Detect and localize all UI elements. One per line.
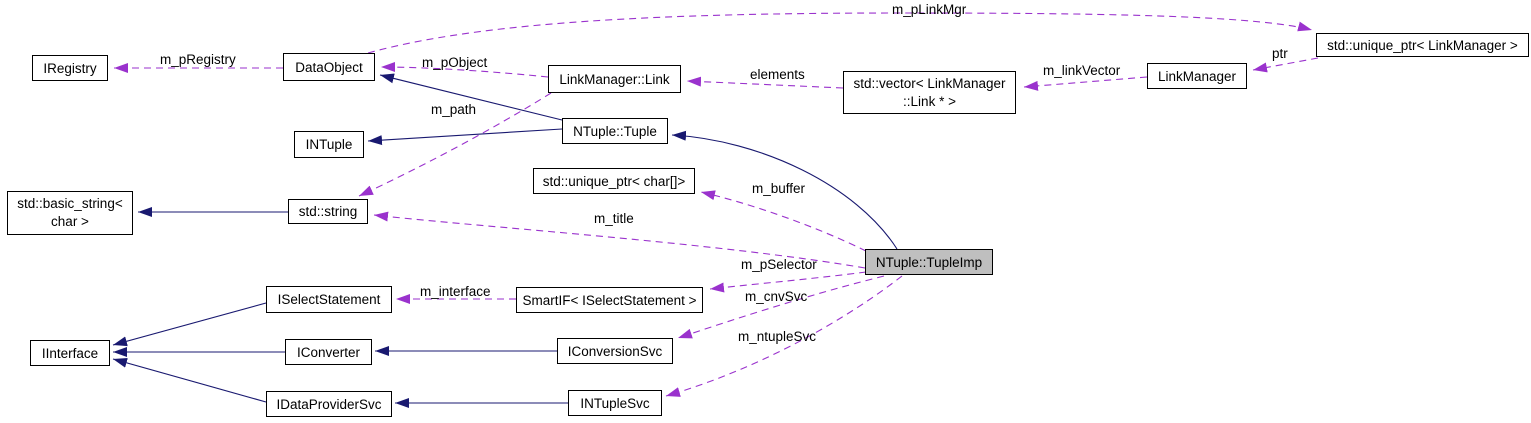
node-iconverter[interactable]: IConverter [285,339,372,365]
edge-m-cnvsvc [677,275,885,339]
edge-label-m-linkvector: m_linkVector [1043,63,1121,78]
edge-label-elements: elements [750,67,805,82]
edge-m-plinkmgr [367,12,1313,54]
edge-m-ntuplesvc [665,275,903,397]
edge-label-m-buffer: m_buffer [752,181,806,196]
edge-label-m-interface: m_interface [420,284,491,299]
node-dataobject[interactable]: DataObject [283,53,375,81]
edge-idataprovider-inherits-iinterface [112,357,267,403]
node-ntuple-tuple[interactable]: NTuple::Tuple [562,118,668,144]
edge-tuple-inherits-dataobject [379,73,563,121]
edge-iselect-inherits-iinterface [112,302,267,347]
node-intuplesvc[interactable]: INTupleSvc [568,390,662,416]
node-ntuple-tupleimp[interactable]: NTuple::TupleImp [865,249,993,275]
edge-tupleimp-inherits-tuple [671,130,898,250]
edge-label-m-pobject: m_pObject [422,55,488,70]
edge-label-m-pregistry: m_pRegistry [160,52,236,67]
edge-m-buffer [700,190,867,252]
node-intuple[interactable]: INTuple [294,131,364,158]
edge-tuple-inherits-intuple [367,128,563,146]
node-basic-string[interactable]: std::basic_string< char > [7,191,133,235]
node-basic-string-line2: char > [51,214,89,229]
node-iinterface[interactable]: IInterface [30,340,110,366]
node-iselectstatement[interactable]: ISelectStatement [266,286,392,313]
node-smartif-iselectstatement[interactable]: SmartIF< ISelectStatement > [516,287,703,313]
edge-label-m-plinkmgr: m_pLinkMgr [892,2,967,17]
node-std-string[interactable]: std::string [288,199,368,224]
node-basic-string-line1: std::basic_string< [17,196,123,211]
edge-m-pobject [380,62,549,78]
node-iconversionsvc[interactable]: IConversionSvc [557,338,673,364]
edge-label-m-ntuplesvc: m_ntupleSvc [738,329,817,344]
node-vector-linkmanager-link[interactable]: std::vector< LinkManager ::Link * > [843,71,1016,114]
node-linkmanager-link[interactable]: LinkManager::Link [548,65,681,93]
edge-m-title [373,211,866,269]
node-iregistry[interactable]: IRegistry [32,55,108,81]
edge-label-m-title: m_title [594,211,634,226]
edge-m-linkvector [1023,76,1148,91]
edge-label-m-pselector: m_pSelector [741,257,817,272]
node-linkmanager[interactable]: LinkManager [1147,63,1247,89]
node-unique-ptr-linkmanager[interactable]: std::unique_ptr< LinkManager > [1316,33,1529,57]
node-idataprovidersvc[interactable]: IDataProviderSvc [266,391,392,417]
edge-m-path [358,92,552,197]
edge-m-pselector [709,271,867,293]
node-vector-line1: std::vector< LinkManager [853,75,1006,91]
edge-label-ptr: ptr [1272,46,1288,61]
edge-label-m-path: m_path [431,102,477,117]
node-unique-ptr-char[interactable]: std::unique_ptr< char[]> [533,168,695,194]
edge-elements [686,76,844,89]
edge-label-m-cnvsvc: m_cnvSvc [745,289,808,304]
node-vector-line2: ::Link * > [903,93,956,109]
